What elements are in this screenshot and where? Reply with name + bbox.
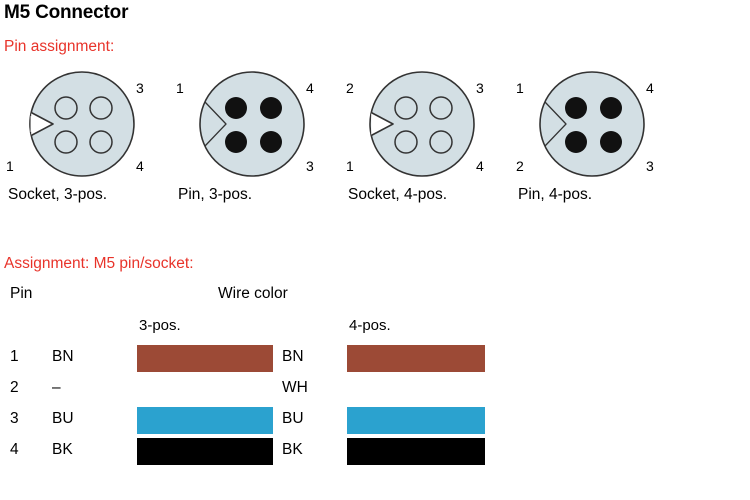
table-row: 1 BN BN (0, 343, 750, 374)
wire-assignment-table: Pin Wire color 3-pos. 4-pos. 1 BN BN 2 –… (0, 285, 750, 500)
corner-number-top-right: 4 (306, 80, 314, 96)
corner-number-top-left: 2 (346, 80, 354, 96)
corner-number-top-right: 3 (136, 80, 144, 96)
color-swatch-4pos (347, 407, 485, 434)
color-swatch-4pos (347, 438, 485, 465)
column-header-pin: Pin (10, 285, 33, 302)
column-header-3pos: 3-pos. (139, 317, 181, 334)
connector-caption: Socket, 3-pos. (8, 186, 108, 203)
connector-pin-3pos: 1 4 3 Pin, 3-pos. (170, 68, 340, 218)
column-header-4pos: 4-pos. (349, 317, 391, 334)
pin-4pos-graphic (532, 68, 652, 180)
corner-number-bottom-left: 1 (346, 158, 354, 174)
column-header-wire-color: Wire color (218, 285, 288, 302)
corner-number-bottom-right: 3 (646, 158, 654, 174)
color-swatch-3pos (137, 438, 273, 465)
cell-pin-number: 3 (10, 410, 19, 427)
connector-socket-4pos: 2 3 1 4 Socket, 4-pos. (340, 68, 510, 218)
connector-socket-3pos: 3 1 4 Socket, 3-pos. (0, 68, 170, 218)
cell-code-4pos: WH (282, 379, 308, 396)
page-title: M5 Connector (4, 2, 129, 23)
corner-number-top-left: 1 (176, 80, 184, 96)
corner-number-bottom-left: 1 (6, 158, 14, 174)
connector-caption: Pin, 3-pos. (178, 186, 253, 203)
pin-3pos-graphic (192, 68, 312, 180)
cell-code-3pos: BU (52, 410, 74, 427)
corner-number-bottom-right: 4 (476, 158, 484, 174)
assignment-heading: Assignment: M5 pin/socket: (4, 255, 194, 272)
socket-4pos-graphic (362, 68, 482, 180)
corner-number-bottom-right: 3 (306, 158, 314, 174)
table-row: 2 – WH (0, 374, 750, 405)
corner-number-bottom-right: 4 (136, 158, 144, 174)
cell-pin-number: 4 (10, 441, 19, 458)
connector-caption: Pin, 4-pos. (518, 186, 593, 203)
connector-diagram-row: 3 1 4 Socket, 3-pos. 1 4 3 Pin, 3-pos. (0, 68, 750, 218)
table-row: 4 BK BK (0, 436, 750, 467)
pin-assignment-heading: Pin assignment: (4, 38, 115, 55)
cell-code-4pos: BK (282, 441, 303, 458)
table-row: 3 BU BU (0, 405, 750, 436)
color-swatch-3pos (137, 345, 273, 372)
connector-caption: Socket, 4-pos. (348, 186, 448, 203)
corner-number-top-right: 3 (476, 80, 484, 96)
cell-code-4pos: BU (282, 410, 304, 427)
color-swatch-4pos (347, 345, 485, 372)
corner-number-top-right: 4 (646, 80, 654, 96)
cell-code-4pos: BN (282, 348, 304, 365)
cell-code-3pos: BK (52, 441, 73, 458)
cell-code-3pos: – (52, 379, 61, 396)
color-swatch-3pos (137, 407, 273, 434)
cell-pin-number: 1 (10, 348, 19, 365)
cell-pin-number: 2 (10, 379, 19, 396)
connector-pin-4pos: 1 4 2 3 Pin, 4-pos. (510, 68, 680, 218)
corner-number-bottom-left: 2 (516, 158, 524, 174)
corner-number-top-left: 1 (516, 80, 524, 96)
cell-code-3pos: BN (52, 348, 74, 365)
socket-3pos-graphic (22, 68, 142, 180)
